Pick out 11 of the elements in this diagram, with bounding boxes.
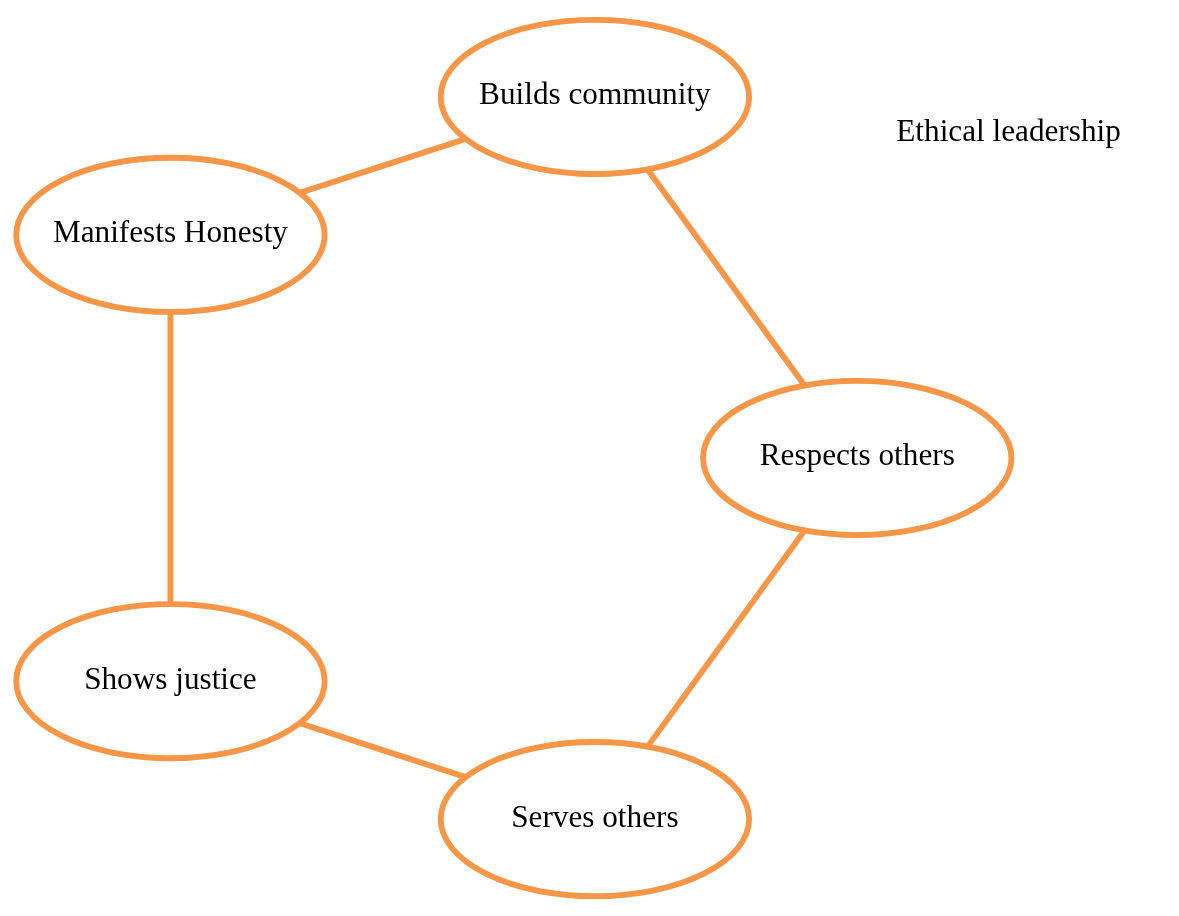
connector — [645, 168, 807, 387]
connector — [299, 720, 467, 780]
connector — [299, 136, 467, 196]
connector — [645, 529, 807, 748]
label: Ethical leadership — [896, 113, 1121, 149]
connector — [167, 312, 174, 604]
node-ellipse: Serves others — [437, 739, 753, 900]
node-ellipse: Manifests Honesty — [13, 154, 328, 315]
node-ellipse: Respects others — [700, 377, 1015, 539]
node-ellipse: Shows justice — [13, 601, 328, 762]
node-ellipse: Builds community — [437, 16, 753, 177]
